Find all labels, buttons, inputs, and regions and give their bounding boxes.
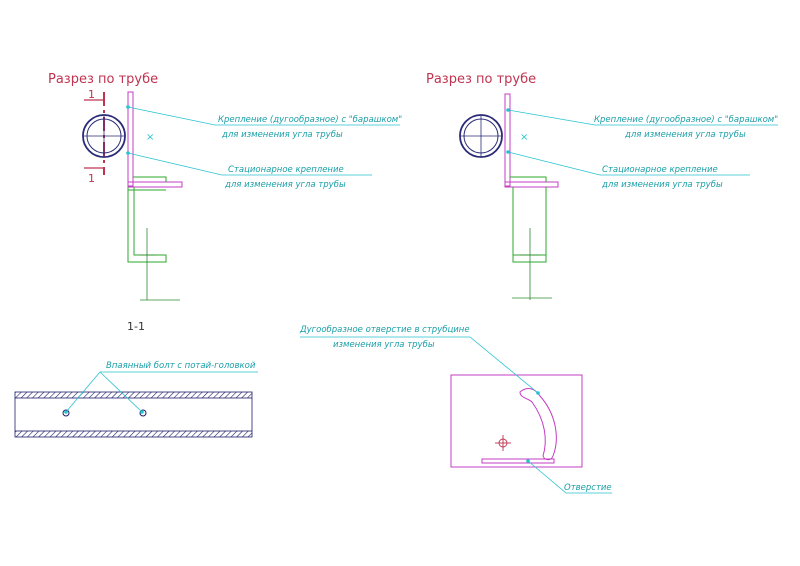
leader-marker: × [146, 132, 154, 143]
countersunk-bolts [62, 409, 147, 417]
leader-dot [126, 151, 130, 155]
left-section-view: Разрез по трубе 1 1 [48, 72, 402, 301]
leader-dot [536, 391, 540, 395]
section-cut-mark [84, 92, 105, 175]
arc-slot [519, 388, 557, 461]
leader-lines [507, 109, 778, 176]
left-fastener-note-line1: Крепление (дугообразное) с "барашком" [218, 115, 402, 125]
pipe-cross-section [82, 114, 126, 158]
left-fixed-note-line2: для изменения угла трубы [224, 180, 346, 190]
bolt-leader [65, 371, 258, 413]
arc-hole-leader [300, 336, 539, 394]
hole-note: Отверстие [564, 483, 612, 493]
right-section-view: Разрез по трубе × Крепление [426, 72, 778, 300]
right-fastener-note-line1: Крепление (дугообразное) с "барашком" [594, 115, 778, 125]
arc-bracket [504, 93, 559, 188]
left-fixed-note-line1: Стационарное крепление [228, 165, 344, 175]
arc-hole-note-line1: Дугообразное отверстие в струбцине [299, 325, 470, 335]
right-view-title: Разрез по трубе [426, 72, 536, 87]
arc-bracket [127, 91, 183, 188]
arc-hole-note-line2: изменения угла трубы [333, 340, 435, 350]
section-mark-bottom: 1 [88, 172, 95, 185]
leader-marker: × [520, 132, 528, 143]
support-profile [127, 176, 167, 263]
leader-lines [127, 106, 400, 176]
right-fastener-note-line2: для изменения угла трубы [624, 130, 746, 140]
leader-dot [526, 459, 530, 463]
section-mark-top: 1 [88, 88, 95, 101]
right-fixed-note-line1: Стационарное крепление [602, 165, 718, 175]
pipe-cross-section [459, 114, 503, 158]
centerlines [512, 228, 552, 300]
tube-longitudinal-section [14, 391, 253, 438]
mounting-hole [495, 435, 511, 451]
clamp-plate [450, 374, 583, 468]
leader-dot [140, 410, 144, 414]
centerlines [140, 228, 180, 301]
leader-dot [506, 150, 510, 154]
section-label: 1-1 [127, 320, 145, 333]
left-view-title: Разрез по трубе [48, 72, 158, 87]
right-fixed-note-line2: для изменения угла трубы [601, 180, 723, 190]
leader-dot [126, 105, 130, 109]
support-profile [510, 176, 547, 263]
bolt-note: Впаянный болт с потай-головкой [106, 361, 256, 371]
section-1-1: 1-1 Впаянный болт с потай-головкой [14, 320, 258, 438]
left-fastener-note-line2: для изменения угла трубы [221, 130, 343, 140]
leader-dot [506, 108, 510, 112]
leader-dot [64, 410, 68, 414]
clamp-plate-view: Дугообразное отверстие в струбцине измен… [299, 325, 612, 494]
hole-leader [527, 460, 612, 494]
